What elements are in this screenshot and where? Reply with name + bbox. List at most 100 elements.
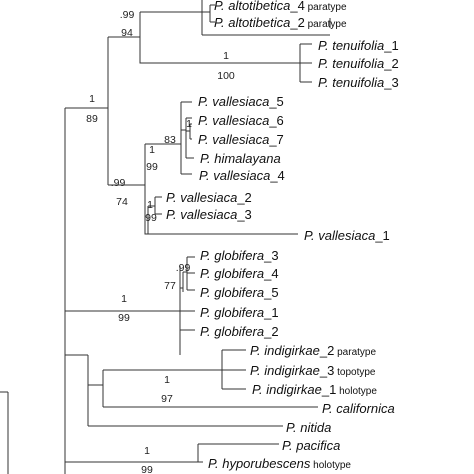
taxon-label: P. vallesiaca_6 [198, 113, 284, 128]
support-value: 1 [147, 199, 153, 211]
specimen-type-note: holotype [336, 386, 377, 397]
support-value: 1 [186, 118, 192, 130]
taxon-number: _3 [236, 207, 251, 222]
taxon-name: P. globifera [200, 248, 264, 263]
branch [0, 108, 180, 474]
specimen-type-note: paratype [305, 19, 347, 30]
taxon-number: _3 [319, 363, 334, 378]
taxon-name: P. globifera [200, 266, 264, 281]
taxon-number: _3 [383, 75, 398, 90]
support-value: 100 [217, 70, 235, 82]
taxon-name: P. himalayana [200, 151, 281, 166]
taxon-name: P. vallesiaca [198, 132, 269, 147]
support-value: 77 [164, 280, 176, 292]
branch [65, 36, 140, 185]
branch [108, 101, 194, 186]
taxon-name: P. vallesiaca [166, 190, 237, 205]
support-value: 1 [164, 374, 170, 386]
taxon-name: P. californica [322, 401, 395, 416]
taxon-number: _2 [289, 15, 304, 30]
support-value: .99 [176, 262, 191, 274]
branch [144, 185, 298, 235]
taxon-number: _2 [319, 343, 334, 358]
taxon-label: P. tenuifolia_1 [318, 38, 399, 53]
taxon-label: P. pacifica [282, 438, 340, 453]
taxon-name: P. indigirkae [252, 382, 322, 397]
support-value: 83 [164, 134, 176, 146]
taxon-number: _2 [263, 324, 278, 339]
support-value: 74 [116, 196, 128, 208]
support-value: 99 [145, 212, 157, 224]
support-value: 89 [86, 113, 98, 125]
support-value: .99 [111, 177, 126, 189]
branch [139, 12, 312, 83]
taxon-label: P. globifera_2 [200, 324, 279, 339]
taxon-name: P. pacifica [282, 438, 340, 453]
taxon-label: P. nitida [286, 420, 331, 435]
taxon-name: P. tenuifolia [318, 75, 384, 90]
support-value: 1 [144, 445, 150, 457]
taxon-name: P. indigirkae [250, 363, 320, 378]
taxon-number: _3 [263, 248, 278, 263]
support-value: .99 [120, 9, 135, 21]
support-value: 99 [141, 464, 153, 474]
branch [65, 349, 318, 427]
taxon-name: P. globifera [200, 305, 264, 320]
taxon-label: P. globifera_4 [200, 266, 279, 281]
specimen-type-note: holotype [310, 460, 351, 471]
taxon-name: P. globifera [200, 324, 264, 339]
taxon-name: P. vallesiaca [198, 94, 269, 109]
taxon-label: P. globifera_5 [200, 285, 279, 300]
specimen-type-note: paratype [305, 2, 347, 13]
tree-branches [0, 0, 331, 474]
taxon-label: P. globifera_1 [200, 305, 279, 320]
taxon-label: P. altotibetica_2 paratype [214, 15, 347, 30]
taxon-number: _1 [321, 382, 336, 397]
support-value: 1 [121, 293, 127, 305]
taxon-name: P. nitida [286, 420, 331, 435]
taxon-number: _4 [269, 168, 284, 183]
specimen-type-note: paratype [334, 347, 376, 358]
support-value: 99 [118, 312, 130, 324]
taxon-label: P. californica [322, 401, 395, 416]
taxon-label: P. tenuifolia_2 [318, 56, 399, 71]
taxon-label: P. vallesiaca_7 [198, 132, 284, 147]
taxon-name: P. tenuifolia [318, 38, 384, 53]
support-value: 97 [161, 393, 173, 405]
support-value: 99 [146, 161, 158, 173]
specimen-type-note: topotype [334, 367, 376, 378]
taxon-label: P. hyporubescens holotype [208, 456, 351, 471]
taxon-label: P. himalayana [200, 151, 281, 166]
taxon-number: _1 [383, 38, 398, 53]
taxon-number: _4 [289, 0, 304, 13]
taxon-name: P. vallesiaca [166, 207, 237, 222]
taxon-number: _5 [268, 94, 283, 109]
taxon-label: P. vallesiaca_3 [166, 207, 252, 222]
taxon-number: _1 [374, 228, 389, 243]
taxon-label: P. vallesiaca_2 [166, 190, 252, 205]
taxon-number: _7 [268, 132, 283, 147]
taxon-name: P. vallesiaca [198, 113, 269, 128]
taxon-number: _6 [268, 113, 283, 128]
taxon-label: P. globifera_3 [200, 248, 279, 263]
taxon-number: _2 [383, 56, 398, 71]
taxon-number: _5 [263, 285, 278, 300]
support-value: 94 [121, 27, 133, 39]
taxon-label: P. indigirkae_1 holotype [252, 382, 377, 397]
support-value: 1 [89, 93, 95, 105]
branch [179, 256, 195, 355]
taxon-number: _1 [263, 305, 278, 320]
taxon-label: P. indigirkae_2 paratype [250, 343, 376, 358]
taxon-name: P. hyporubescens [208, 456, 311, 471]
taxon-name: P. vallesiaca [199, 168, 270, 183]
taxon-label: P. indigirkae_3 topotype [250, 363, 376, 378]
taxon-number: _2 [236, 190, 251, 205]
taxon-name: P. vallesiaca [304, 228, 375, 243]
taxon-label: P. vallesiaca_4 [199, 168, 285, 183]
taxon-name: P. tenuifolia [318, 56, 384, 71]
branch [140, 0, 331, 36]
